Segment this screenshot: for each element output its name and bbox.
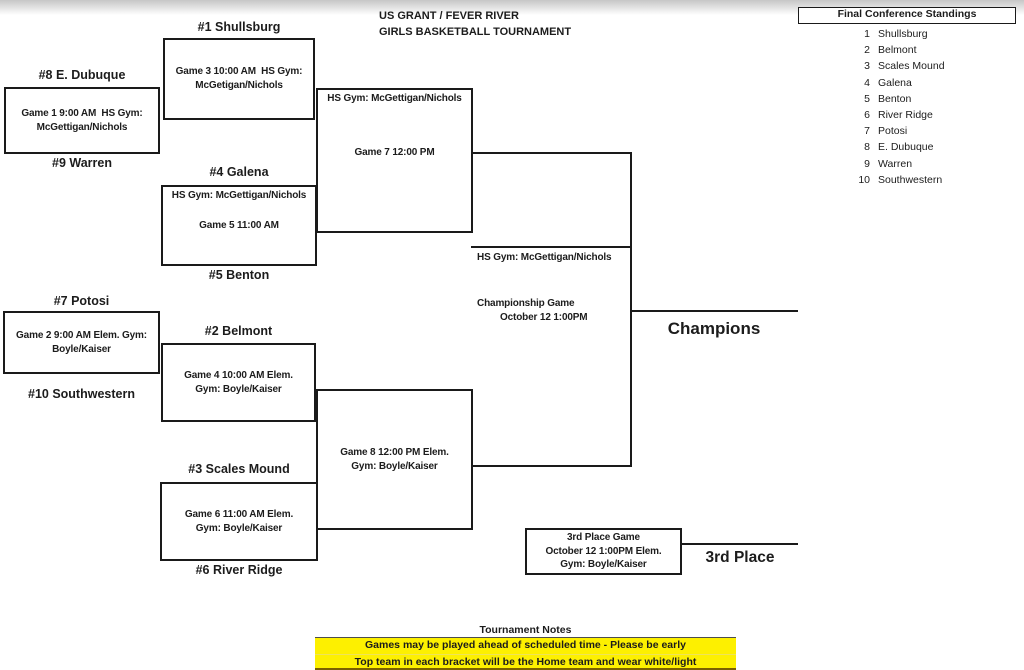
standings-row: 1 Shullsburg: [830, 27, 1020, 41]
standings-rank: 2: [864, 44, 870, 57]
third-place-label: 3rd Place: [705, 549, 775, 566]
standings-row: 3 Scales Mound: [830, 59, 1020, 73]
championship-vertical-line: [630, 152, 632, 467]
standings-row: 9 Warren: [830, 157, 1020, 171]
tournament-note-1: Games may be played ahead of scheduled t…: [315, 638, 736, 655]
standings-team: Galena: [878, 76, 912, 89]
standings-rank: 7: [864, 125, 870, 138]
standings-team: River Ridge: [878, 109, 933, 121]
third-place-box: 3rd Place Game October 12 1:00PM Elem. G…: [525, 528, 682, 575]
game-5-info: Game 5 11:00 AM: [199, 220, 279, 231]
game-8-info: Game 8 12:00 PM Elem.: [340, 446, 449, 458]
game-6-venue: Gym: Boyle/Kaiser: [195, 522, 283, 534]
standings-row: 7 Potosi: [830, 124, 1020, 138]
standings-team: Scales Mound: [878, 60, 945, 73]
third-place-winner-line: [680, 543, 798, 545]
standings-header: Final Conference Standings: [798, 7, 1016, 24]
page-title: US GRANT / FEVER RIVER GIRLS BASKETBALL …: [379, 8, 571, 40]
tournament-notes-header: Tournament Notes: [479, 624, 572, 636]
game-8-winner-line: [471, 465, 632, 467]
game-1-venue: McGettigan/Nichols: [36, 121, 128, 133]
team-label-9-warren: #9 Warren: [52, 156, 112, 170]
standings-team: Shullsburg: [878, 28, 928, 40]
team-label-10-southwestern: #10 Southwestern: [28, 387, 135, 401]
standings-team: Southwestern: [878, 173, 943, 186]
team-label-2-belmont: #2 Belmont: [204, 324, 273, 338]
game-2-venue: Boyle/Kaiser: [52, 343, 111, 355]
team-label-7-potosi: #7 Potosi: [53, 294, 110, 308]
standings-rank: 10: [858, 173, 870, 186]
game-3-venue: McGetigan/Nichols: [195, 80, 283, 91]
team-label-5-benton: #5 Benton: [208, 268, 270, 282]
standings-rank: 5: [864, 92, 870, 105]
third-place-title: 3rd Place Game: [567, 532, 640, 544]
team-label-8-e-dubuque: #8 E. Dubuque: [38, 68, 126, 82]
page-top-shadow: [0, 0, 1024, 15]
standings-team: E. Dubuque: [878, 141, 934, 154]
game-6-info: Game 6 11:00 AM Elem.: [184, 508, 294, 520]
game-4-box: Game 4 10:00 AM Elem. Gym: Boyle/Kaiser: [161, 343, 316, 422]
tournament-note-2: Top team in each bracket will be the Hom…: [354, 655, 697, 668]
third-place-time: October 12 1:00PM Elem.: [545, 545, 662, 557]
standings-row: 6 River Ridge: [830, 108, 1020, 122]
third-place-venue: Gym: Boyle/Kaiser: [560, 559, 647, 571]
tournament-notes-box: Games may be played ahead of scheduled t…: [315, 637, 736, 670]
champions-line: [630, 310, 798, 312]
standings-team: Benton: [878, 92, 912, 105]
championship-game-time: October 12 1:00PM: [500, 312, 588, 323]
standings-team: Potosi: [878, 125, 908, 138]
standings-team: Belmont: [878, 44, 917, 57]
game-4-venue: Gym: Boyle/Kaiser: [195, 383, 282, 395]
standings-rank: 8: [864, 141, 870, 154]
champions-label: Champions: [667, 319, 761, 338]
game-3-box: Game 3 10:00 AM HS Gym: McGetigan/Nichol…: [163, 38, 315, 120]
standings-rank: 1: [864, 28, 870, 40]
standings-rank: 3: [864, 60, 870, 73]
game-3-info: Game 3 10:00 AM HS Gym:: [175, 66, 303, 77]
standings-rank: 4: [864, 76, 870, 89]
championship-venue: HS Gym: McGettigan/Nichols: [477, 252, 612, 263]
game-2-info: Game 2 9:00 AM Elem. Gym:: [16, 329, 147, 341]
team-label-4-galena: #4 Galena: [209, 165, 269, 179]
game-1-info: Game 1 9:00 AM HS Gym:: [21, 107, 143, 119]
standings-row: 4 Galena: [830, 76, 1020, 90]
game-1-box: Game 1 9:00 AM HS Gym: McGettigan/Nichol…: [4, 87, 160, 154]
title-line-2: GIRLS BASKETBALL TOURNAMENT: [379, 26, 572, 38]
standings-row: 8 E. Dubuque: [830, 140, 1020, 154]
game-8-box: Game 8 12:00 PM Elem. Gym: Boyle/Kaiser: [316, 389, 473, 530]
championship-game-label: Championship Game: [477, 298, 575, 309]
game-7-box: HS Gym: McGettigan/Nichols Game 7 12:00 …: [316, 88, 473, 233]
team-label-6-river-ridge: #6 River Ridge: [195, 563, 283, 577]
standings-row: 10 Southwestern: [830, 173, 1020, 187]
standings-team: Warren: [878, 157, 913, 170]
standings-rank: 9: [864, 157, 870, 170]
game-4-info: Game 4 10:00 AM Elem.: [184, 369, 293, 381]
standings-row: 2 Belmont: [830, 43, 1020, 57]
game-5-box: HS Gym: McGettigan/Nichols Game 5 11:00 …: [161, 185, 317, 266]
game-6-box: Game 6 11:00 AM Elem. Gym: Boyle/Kaiser: [160, 482, 318, 561]
team-label-3-scales-mound: #3 Scales Mound: [188, 462, 290, 476]
game-7-info: Game 7 12:00 PM: [354, 147, 435, 158]
championship-slot-line: [471, 246, 632, 248]
team-label-1-shullsburg: #1 Shullsburg: [197, 20, 281, 34]
game-5-venue: HS Gym: McGettigan/Nichols: [171, 190, 307, 201]
game-8-venue: Gym: Boyle/Kaiser: [351, 460, 438, 472]
standings-rank: 6: [864, 109, 870, 121]
game-7-venue: HS Gym: McGettigan/Nichols: [327, 93, 462, 104]
title-line-1: US GRANT / FEVER RIVER: [379, 10, 519, 22]
game-7-winner-line: [471, 152, 632, 154]
standings-row: 5 Benton: [830, 92, 1020, 106]
game-2-box: Game 2 9:00 AM Elem. Gym: Boyle/Kaiser: [3, 311, 160, 374]
